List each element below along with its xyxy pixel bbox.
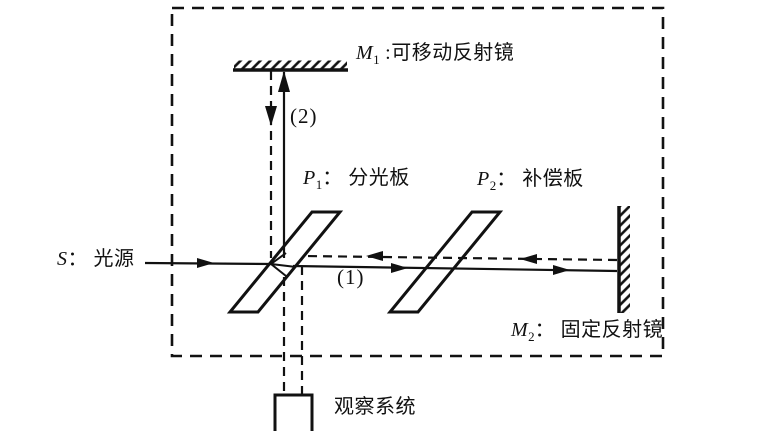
label-m2-subscript: 2 [528,329,535,344]
arrow-beam1-return-left-b [520,254,537,264]
label-p2-symbol: P [477,168,490,190]
beam-1-return-dashed [302,254,618,262]
label-m1: M1 :可移动反射镜 [356,42,514,68]
arrow-beam2-up [278,71,290,92]
arrow-beam2-return-down [265,106,277,126]
label-p1-desc: ： 分光板 [322,167,410,189]
label-p2: P2： 补偿板 [477,168,584,194]
junction-segment-down [270,263,287,277]
label-p1: P1： 分光板 [303,167,410,193]
arrow-beam1-return-left-a [366,251,383,261]
label-p2-subscript: 2 [489,178,497,193]
label-observer-system: 观察系统 [334,396,416,418]
label-m2-desc: ： 固定反射镜 [534,319,664,341]
label-m1-symbol: M [356,42,374,64]
observation-box [273,393,314,431]
junction-segment-right [270,263,297,268]
label-source-symbol: S [57,248,68,270]
label-p2-desc: ： 补偿板 [496,168,584,190]
compensator-plate-p2 [386,210,504,314]
beam-splitter-p1 [226,210,344,314]
arrow-source-right [197,258,214,268]
arrow-beam1-right-b [553,265,570,275]
label-p1-symbol: P [303,167,316,189]
label-beam-1: (1) [337,265,365,289]
label-p1-subscript: 1 [315,177,323,192]
enclosure-dashed-box [170,6,665,358]
mirror-m1-hatching [234,60,347,70]
label-m1-subscript: 1 [373,52,380,67]
label-source: S： 光源 [57,248,135,271]
arrow-beam1-right-a [391,263,408,273]
label-m2-symbol: M [511,319,529,341]
junction-segment-up [270,252,287,265]
label-m2: M2： 固定反射镜 [511,319,663,345]
label-m1-desc: :可移动反射镜 [379,42,515,64]
mirror-m2-hatching [620,206,630,313]
label-source-desc: ： 光源 [67,248,135,270]
label-beam-2: (2) [290,104,318,128]
